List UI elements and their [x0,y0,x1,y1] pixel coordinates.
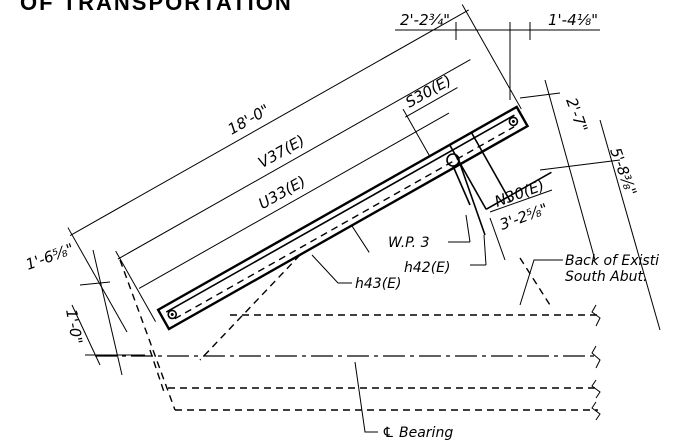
abutment-lines [95,254,601,421]
dim-side-a: 2'-7" [562,95,591,135]
dim-top-right: 1'-4⅛" [548,11,598,29]
dim-line-u33 [138,112,450,289]
label-bearing: ℄ Bearing [382,425,453,441]
label-u33: U33(E) [255,172,308,213]
beam-assembly: 18'-0" V37(E) U33(E) S30(E) [67,4,552,333]
dim-left-a: 1'-6⅝" [23,240,76,274]
left-dimensions: 1'-6⅝" 1'-0" [23,240,145,376]
drawing-title: OF TRANSPORTATION [20,0,293,15]
dim-side-b: 5'-8⅜" [606,145,640,198]
label-h43: h43(E) [355,276,401,292]
label-wp3: W.P. 3 [388,235,429,251]
dim-left-b: 1'-0" [62,308,86,346]
dim-line-18ft [69,9,469,236]
top-dimension: 2'-2¾" 1'-4⅛" [395,11,600,100]
dim-line-v37 [117,59,471,260]
bolt-right-icon [508,116,519,127]
beam-outline [156,105,530,331]
beam-hidden-line [174,126,515,320]
label-back-of-existing: Back of Existi [565,253,659,269]
bolt-left-icon [167,309,178,320]
label-h42: h42(E) [404,260,450,276]
dim-18ft: 18'-0" [225,101,273,139]
label-south-abut: South Abut. [565,269,647,285]
label-s30: S30(E) [402,71,454,111]
work-point-icon [446,153,460,167]
dim-top-left: 2'-2¾" [400,11,450,29]
label-v37: V37(E) [255,131,308,172]
